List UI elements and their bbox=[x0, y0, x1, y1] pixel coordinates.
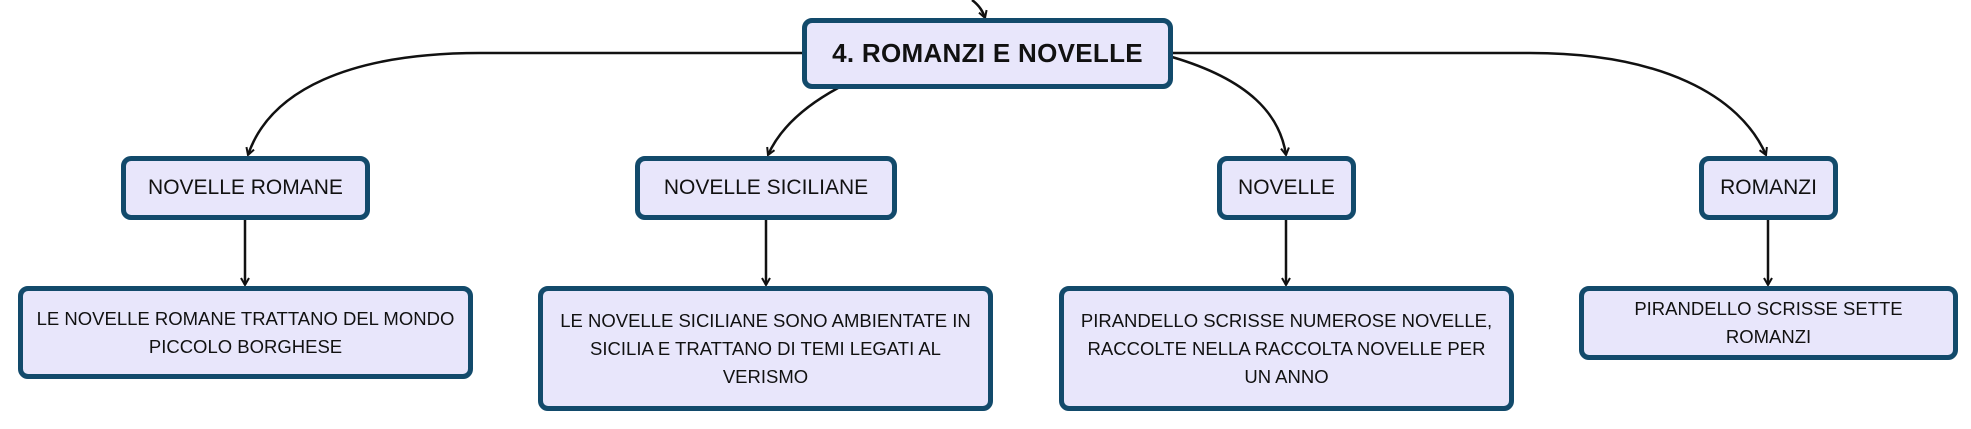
root-label: 4. ROMANZI E NOVELLE bbox=[832, 38, 1143, 68]
edge-root-to-novelle bbox=[1171, 55, 1286, 155]
detail-text: LE NOVELLE SICILIANE SONO AMBIENTATE IN … bbox=[560, 309, 971, 387]
detail-text: PIRANDELLO SCRISSE SETTE ROMANZI bbox=[1634, 298, 1903, 347]
category-node-novelle-romane[interactable]: NOVELLE ROMANE bbox=[121, 156, 370, 220]
category-label: NOVELLE ROMANE bbox=[148, 176, 343, 199]
incoming-edge bbox=[971, 0, 985, 18]
detail-node-novelle-siciliane[interactable]: LE NOVELLE SICILIANE SONO AMBIENTATE IN … bbox=[538, 286, 993, 411]
edge-root-to-romanzi bbox=[1172, 51, 1766, 155]
category-node-romanzi[interactable]: ROMANZI bbox=[1699, 156, 1838, 220]
category-label: NOVELLE SICILIANE bbox=[663, 176, 869, 199]
category-node-novelle[interactable]: NOVELLE bbox=[1217, 156, 1356, 220]
category-label: ROMANZI bbox=[1720, 176, 1817, 199]
edge-root-to-novelle-romane bbox=[248, 51, 802, 155]
detail-node-romanzi[interactable]: PIRANDELLO SCRISSE SETTE ROMANZI bbox=[1579, 286, 1958, 360]
category-label: NOVELLE bbox=[1238, 176, 1335, 199]
category-node-novelle-siciliane[interactable]: NOVELLE SICILIANE bbox=[635, 156, 897, 220]
detail-text: LE NOVELLE ROMANE TRATTANO DEL MONDO PIC… bbox=[36, 307, 455, 357]
detail-node-novelle-romane[interactable]: LE NOVELLE ROMANE TRATTANO DEL MONDO PIC… bbox=[18, 286, 473, 379]
root-node[interactable]: 4. ROMANZI E NOVELLE bbox=[802, 18, 1173, 89]
edge-root-to-novelle-siciliane bbox=[768, 86, 839, 155]
detail-text: PIRANDELLO SCRISSE NUMEROSE NOVELLE, RAC… bbox=[1080, 309, 1493, 387]
detail-node-novelle[interactable]: PIRANDELLO SCRISSE NUMEROSE NOVELLE, RAC… bbox=[1059, 286, 1514, 411]
